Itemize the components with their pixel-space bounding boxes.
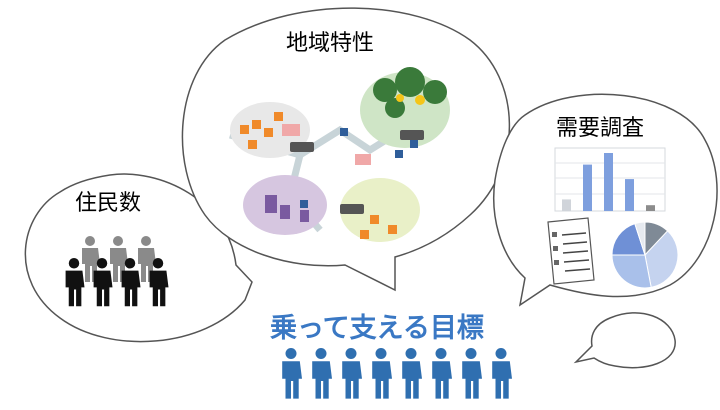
bar (583, 164, 592, 211)
goal-figure (342, 348, 363, 399)
goal-people-icon (282, 348, 512, 399)
bar (625, 179, 634, 211)
document-icon (547, 217, 595, 285)
demand-label: 需要調査 (556, 116, 645, 141)
pie-chart (611, 221, 679, 289)
goal-figure (492, 348, 512, 399)
pie-slice (644, 230, 679, 289)
demand-chart-illustration (547, 147, 679, 289)
residents-people-icon (65, 236, 169, 307)
goal-figure (282, 348, 303, 399)
goal-figure (432, 348, 453, 399)
goal-figure (372, 348, 393, 399)
resident-figure (149, 258, 169, 307)
pie-slice (611, 254, 652, 289)
goal-title: 乗って支える目標 (270, 313, 484, 344)
bar-chart (554, 147, 666, 212)
resident-figure (121, 258, 141, 307)
residents-label: 住民数 (75, 191, 142, 216)
thought-bubble (573, 312, 676, 369)
regional-label: 地域特性 (286, 31, 375, 56)
goal-figure (312, 348, 333, 399)
goal-figure (462, 348, 483, 399)
goal-figure (402, 348, 423, 399)
bar (646, 205, 655, 211)
regional-map-illustration (229, 67, 450, 242)
pie-slice (634, 221, 646, 256)
bar (604, 153, 613, 211)
bar (562, 199, 571, 211)
pie-slice (611, 222, 646, 256)
resident-figure (65, 258, 85, 307)
resident-figure (93, 258, 113, 307)
